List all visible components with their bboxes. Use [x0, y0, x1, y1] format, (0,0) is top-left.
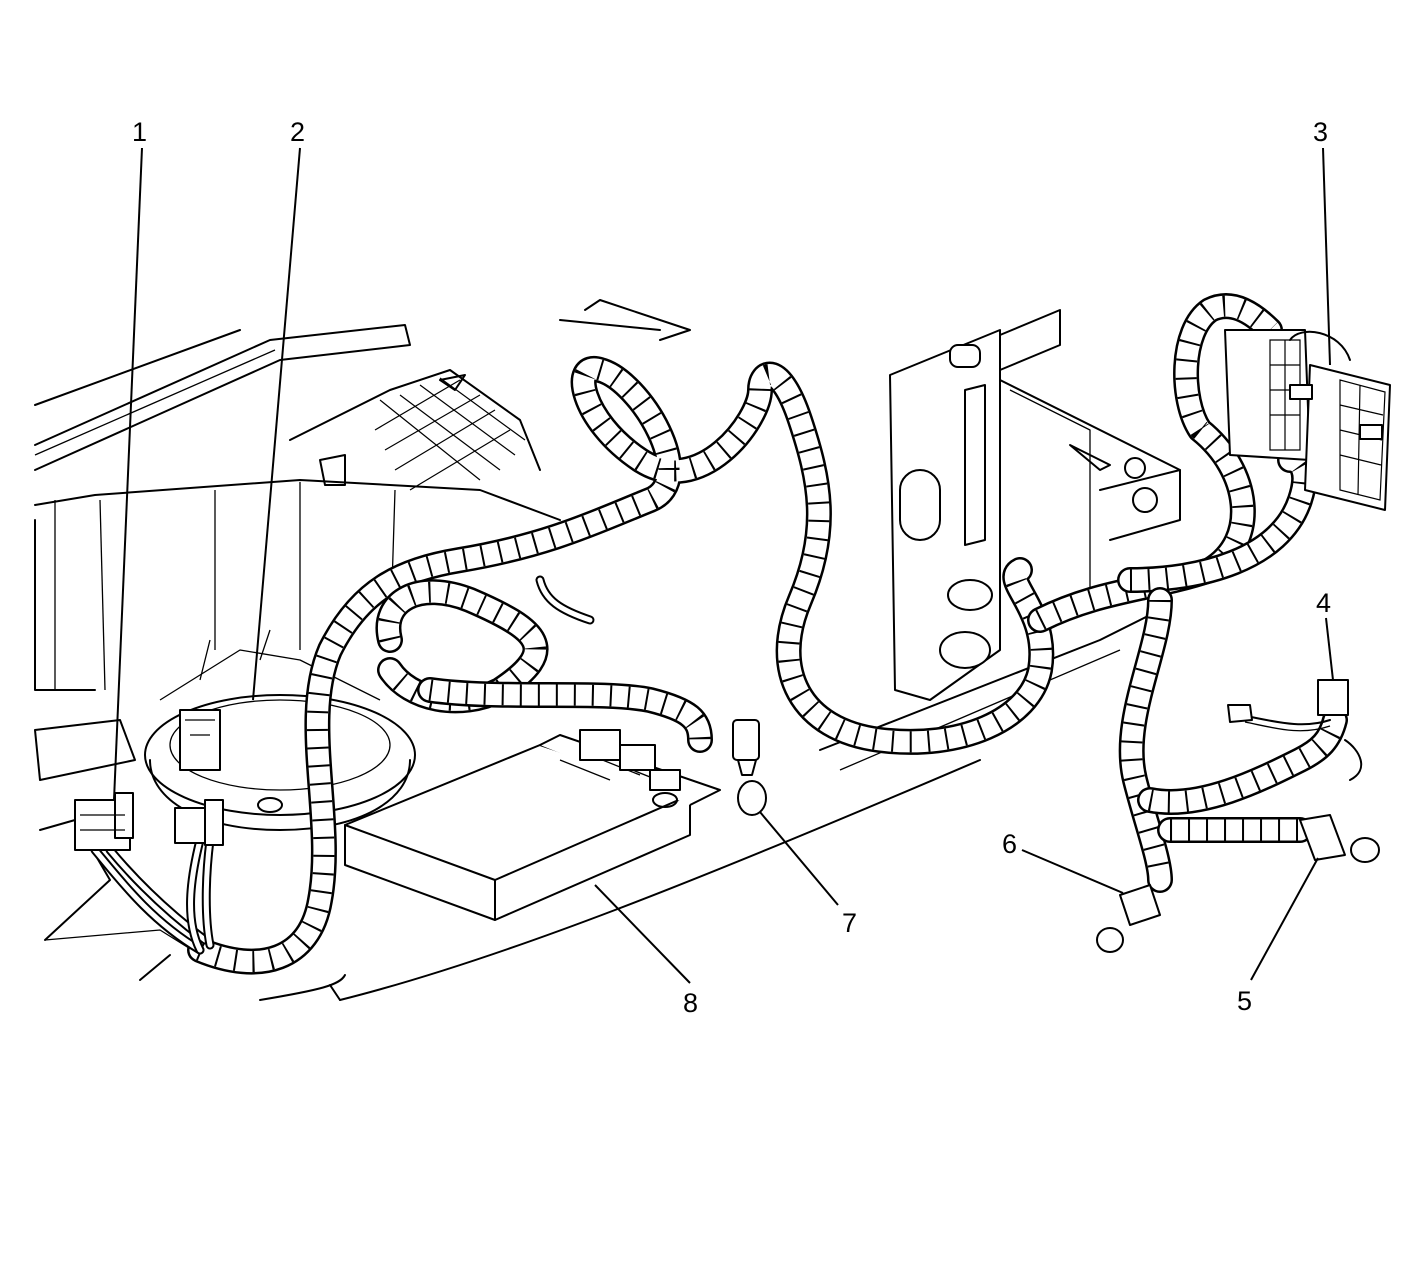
callout-label-2: 2: [290, 117, 305, 147]
bulb-socket-7: [732, 719, 767, 816]
callout-label-3: 3: [1313, 117, 1328, 147]
callout-7: 7: [759, 811, 857, 938]
callout-4: 4: [1316, 588, 1334, 681]
blower-connector-2: [174, 799, 224, 846]
wiring-harness: [90, 293, 1348, 975]
callout-1: 1: [113, 117, 147, 801]
mounting-bracket: [889, 309, 1181, 701]
connector-5: [1299, 814, 1380, 863]
callout-5: 5: [1237, 857, 1319, 1016]
callout-label-4: 4: [1316, 588, 1331, 618]
connector-4: [1227, 679, 1363, 781]
callout-6: 6: [1002, 829, 1124, 894]
connectors-3: [1224, 329, 1391, 511]
callout-label-8: 8: [683, 988, 698, 1018]
callout-label-6: 6: [1002, 829, 1017, 859]
heater-housing-grid: [289, 299, 691, 491]
blower-motor: [144, 629, 416, 831]
callout-label-7: 7: [842, 908, 857, 938]
callout-8: 8: [594, 884, 698, 1018]
blower-connector-1: [74, 792, 134, 851]
callout-label-5: 5: [1237, 986, 1252, 1016]
callout-3: 3: [1313, 117, 1331, 366]
control-module-8: [344, 729, 721, 921]
connector-6: [1096, 884, 1161, 953]
callout-2: 2: [252, 117, 305, 701]
callout-label-1: 1: [132, 117, 147, 147]
